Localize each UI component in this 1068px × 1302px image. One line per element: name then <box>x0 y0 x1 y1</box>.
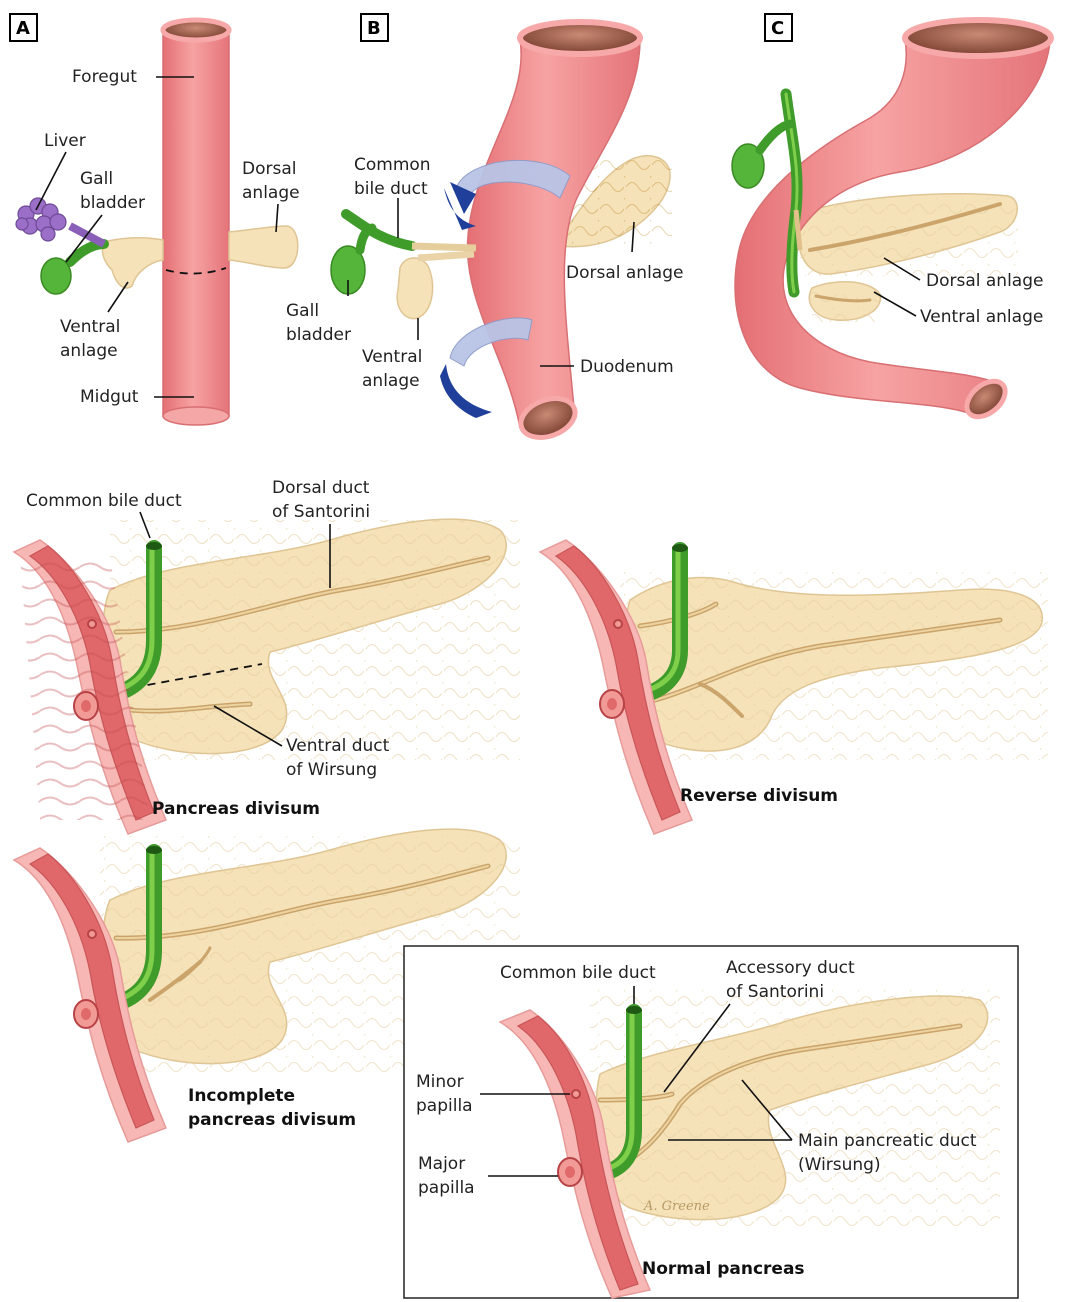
title-reverse-divisum: Reverse divisum <box>680 786 838 806</box>
label-accessory-duct-line: of Santorini <box>726 982 824 1002</box>
label-liver: Liver <box>44 131 86 151</box>
dorsal-anlage-a <box>229 226 298 268</box>
ventral-anlage-a <box>102 238 163 288</box>
label-ventral-anlage-b-line: anlage <box>362 371 420 391</box>
label-dorsal-anlage-c: Dorsal anlage <box>926 271 1043 291</box>
label-minor-papilla-line: papilla <box>416 1096 473 1116</box>
minor-papilla-reverse <box>614 620 622 628</box>
label-ventral-anlage-a-line: anlage <box>60 341 118 361</box>
panel-b-letter: B <box>367 18 381 39</box>
label-dorsal-anlage-b: Dorsal anlage <box>566 263 683 283</box>
minor-papilla-normal <box>572 1090 580 1098</box>
label-midgut: Midgut <box>80 387 139 407</box>
title-incomplete-divisum-line: pancreas divisum <box>188 1110 356 1130</box>
minor-papilla-incomplete <box>88 930 96 938</box>
label-dorsal-duct-line: of Santorini <box>272 502 370 522</box>
artist-signature: A. Greene <box>643 1199 710 1214</box>
panel-a-letter: A <box>16 18 30 39</box>
label-major-papilla-line: papilla <box>418 1178 475 1198</box>
label-main-duct-line: (Wirsung) <box>798 1155 881 1175</box>
ventral-anlage-b <box>397 258 432 319</box>
label-dorsal-anlage-a-line: anlage <box>242 183 300 203</box>
panel-c: C Dorsal anlage Ventral anlage <box>732 14 1051 424</box>
variant-normal-pancreas: A. Greene Common bile duct Accessory duc… <box>404 946 1018 1298</box>
label-gallbladder-a-line: bladder <box>80 193 145 213</box>
minor-papilla-divisum <box>88 620 96 628</box>
label-common-bile-duct-normal: Common bile duct <box>500 963 656 983</box>
label-foregut: Foregut <box>72 67 137 87</box>
panel-c-letter: C <box>771 18 784 39</box>
gut-tube-a <box>163 20 229 425</box>
variant-reverse-divisum: Reverse divisum <box>540 540 1048 834</box>
title-pancreas-divisum: Pancreas divisum <box>152 799 320 819</box>
label-ventral-anlage-c: Ventral anlage <box>920 307 1043 327</box>
label-ventral-duct-line: of Wirsung <box>286 760 377 780</box>
label-duodenum: Duodenum <box>580 357 674 377</box>
label-gallbladder-b-line: bladder <box>286 325 351 345</box>
label-common-bile-duct-divisum: Common bile duct <box>26 491 182 511</box>
gallbladder-a <box>41 258 71 294</box>
label-common-bile-duct-b-line: bile duct <box>354 179 428 199</box>
title-normal-pancreas: Normal pancreas <box>642 1259 805 1279</box>
